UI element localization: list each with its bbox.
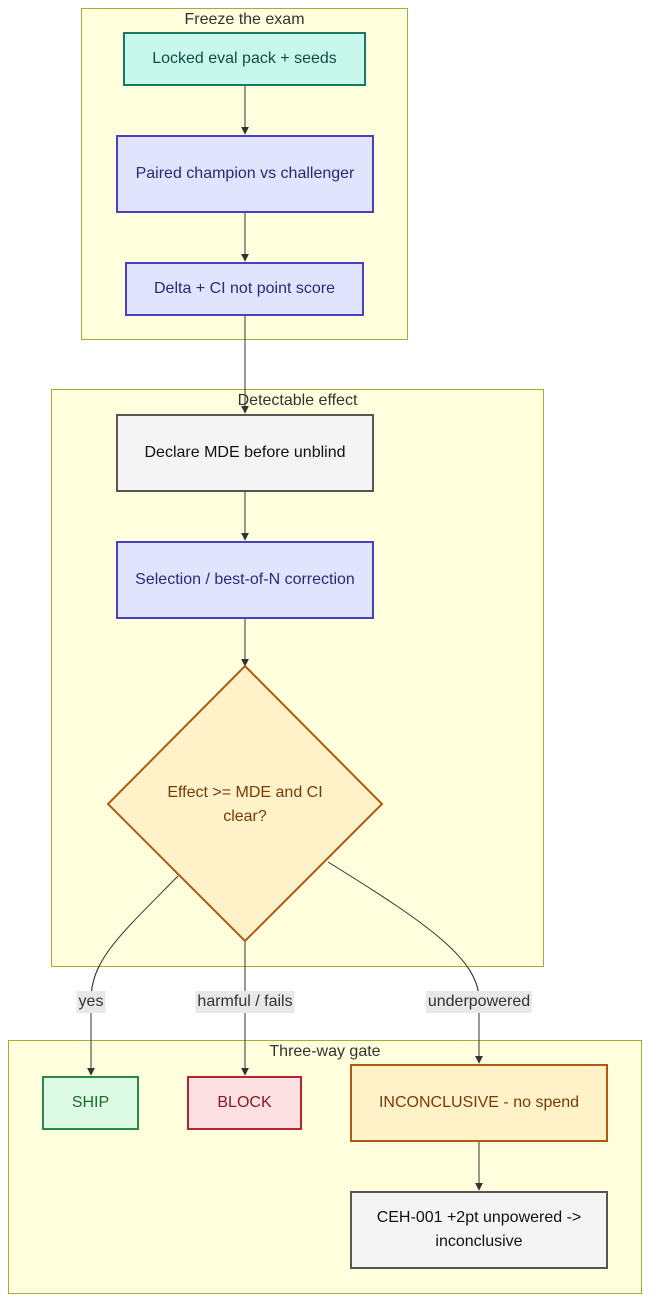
node-label: BLOCK [217,1094,272,1111]
node-locked-eval-pack: Locked eval pack + seeds [123,32,366,86]
node-label: Declare MDE before unblind [144,444,346,461]
node-decision-label: Effect >= MDE and CI clear? [158,770,332,840]
node-label: CEH-001 +2pt unpowered -> inconclusive [376,1209,582,1250]
decision-diamond-shape [106,664,384,943]
node-label: Selection / best-of-N correction [135,571,355,588]
cluster-title: Detectable effect [237,392,358,409]
node-declare-mde: Declare MDE before unblind [116,414,374,492]
edge-label-underpowered: underpowered [425,991,533,1013]
decision-text: Effect >= MDE and CI clear? [167,784,323,825]
node-delta-ci: Delta + CI not point score [125,262,364,316]
node-label: INCONCLUSIVE - no spend [378,1094,580,1111]
edge-decision-to-ship-line [87,875,179,1076]
node-label: Locked eval pack + seeds [152,50,337,67]
node-label: Paired champion vs challenger [135,165,355,182]
cluster-title: Freeze the exam [184,11,305,28]
node-label: SHIP [71,1094,110,1111]
node-selection-correction: Selection / best-of-N correction [116,541,374,619]
node-inconclusive: INCONCLUSIVE - no spend [350,1064,608,1142]
node-ceh-001: CEH-001 +2pt unpowered -> inconclusive [350,1191,608,1269]
node-label: Delta + CI not point score [154,280,335,297]
cluster-title: Three-way gate [269,1043,381,1060]
edge-label-yes: yes [76,991,106,1013]
edge-decision-to-inconclusive-line [327,861,483,1064]
edge-label-harmful-fails: harmful / fails [195,991,295,1013]
node-paired-champion: Paired champion vs challenger [116,135,374,213]
node-ship: SHIP [42,1076,139,1130]
node-block: BLOCK [187,1076,302,1130]
